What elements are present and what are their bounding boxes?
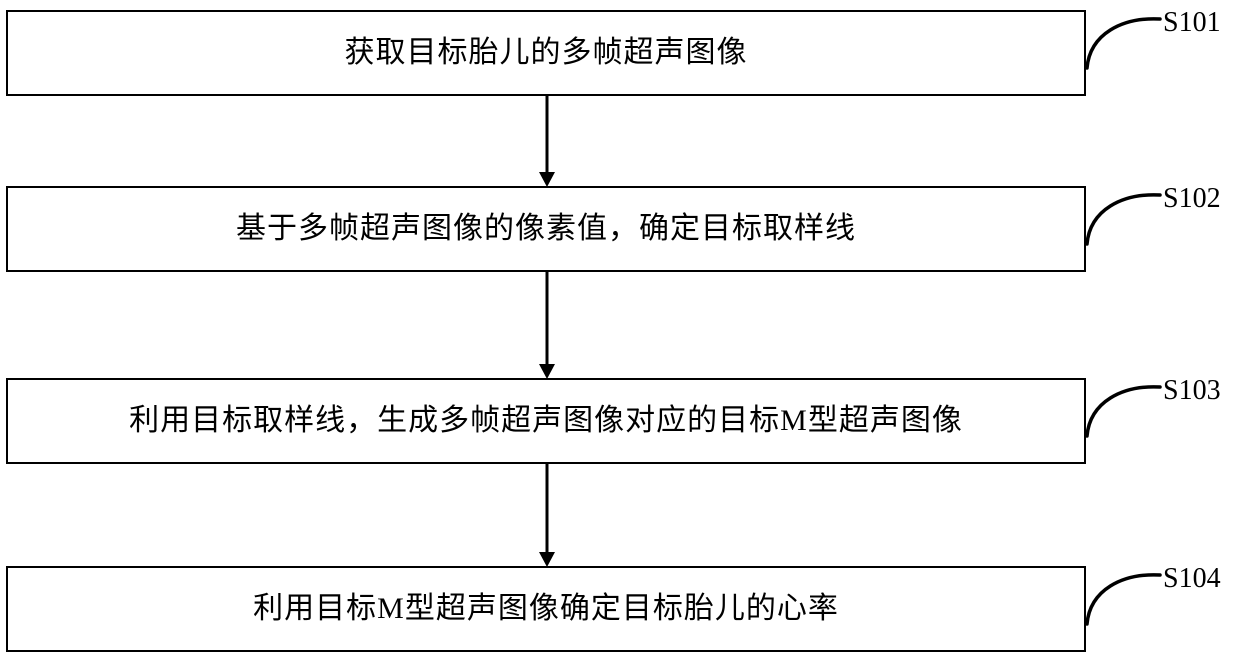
leader-line-s103 (1085, 385, 1162, 438)
flowchart-step-box-s102: 基于多帧超声图像的像素值，确定目标取样线 (6, 186, 1086, 272)
leader-line-s102 (1085, 193, 1162, 246)
flowchart-step-text-s101: 获取目标胎儿的多帧超声图像 (344, 36, 748, 69)
flowchart-step-text-s104: 利用目标M型超声图像确定目标胎儿的心率 (253, 592, 839, 625)
flowchart-step-box-s104: 利用目标M型超声图像确定目标胎儿的心率 (6, 566, 1086, 652)
flowchart-step-label-s103: S103 (1163, 375, 1221, 406)
flowchart-step-label-s102: S102 (1163, 183, 1221, 214)
flowchart-step-box-s101: 获取目标胎儿的多帧超声图像 (6, 10, 1086, 96)
flowchart-connector-s103-s104 (539, 462, 555, 567)
flowchart-connector-s102-s103 (539, 270, 555, 379)
flowchart-connector-s101-s102 (539, 94, 555, 187)
flowchart-step-label-s104: S104 (1163, 563, 1221, 594)
flowchart-step-box-s103: 利用目标取样线，生成多帧超声图像对应的目标M型超声图像 (6, 378, 1086, 464)
flowchart-step-text-s102: 基于多帧超声图像的像素值，确定目标取样线 (236, 212, 856, 245)
leader-line-s101 (1085, 17, 1162, 70)
leader-line-s104 (1085, 573, 1162, 626)
flowchart-step-text-s103: 利用目标取样线，生成多帧超声图像对应的目标M型超声图像 (129, 404, 963, 437)
flowchart-step-label-s101: S101 (1163, 7, 1221, 38)
